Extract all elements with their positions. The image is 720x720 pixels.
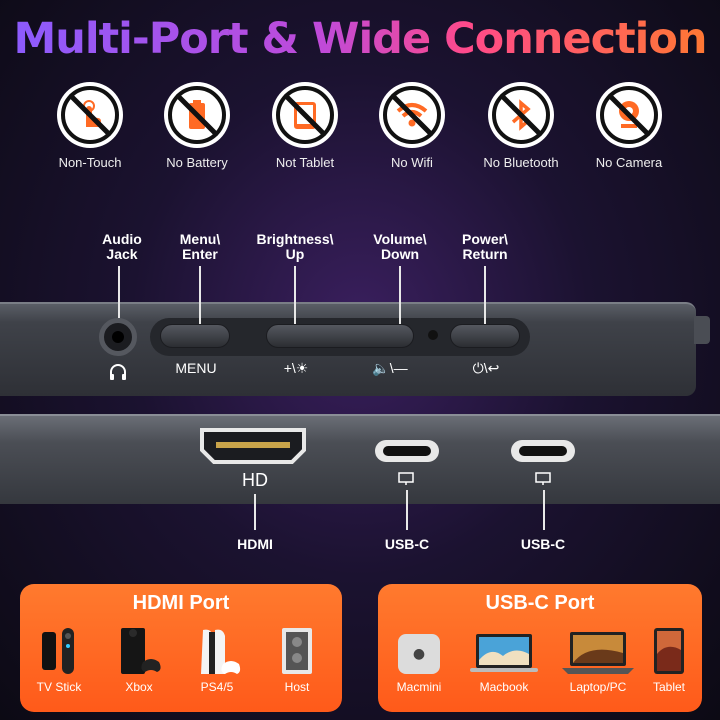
svg-text:●: ● [413,646,425,662]
power-led [428,330,438,340]
tv-stick-icon [42,628,74,674]
battery-icon [164,82,230,148]
menu-symbol: MENU [175,360,217,376]
volume-down-label: Volume\ Down [373,231,427,262]
no-camera-item: No Camera [574,82,684,170]
not-tablet-item: Not Tablet [250,82,360,170]
headphone-icon [110,364,126,380]
no-wifi-item: No Wifi [357,82,467,170]
bluetooth-icon [488,82,554,148]
usbc-label-1: USB-C [384,536,430,552]
leader-line [406,490,408,530]
tv-stick-item: TV Stick [24,624,94,694]
usbc-label-2: USB-C [520,536,566,552]
no-touch-item: Non-Touch [35,82,145,170]
laptop-icon [470,634,538,672]
audio-jack-port [99,318,137,356]
usbc-port-1 [375,440,439,462]
menu-button[interactable] [160,324,230,348]
audio-jack-label: Audio Jack [102,231,142,262]
card-title: HDMI Port [132,592,230,614]
panel-tab [694,316,710,344]
laptop-pc-item: Laptop/PC [556,624,640,694]
display-icon [398,472,414,485]
display-icon [535,472,551,485]
power-return-label: Power\ Return [462,231,508,262]
no-feature-label: No Battery [166,155,228,170]
tablet-device-icon [654,628,684,674]
no-bluetooth-item: No Bluetooth [466,82,576,170]
leader-line [294,266,296,324]
page-title: Multi-Port & Wide Connection [0,14,720,64]
hdmi-port-card: HDMI Port TV Stick Xbox PS4/5 Host [20,584,342,712]
no-feature-label: No Bluetooth [483,155,559,170]
device-label: Tablet [652,680,686,694]
device-label: PS4/5 [200,680,234,694]
hdmi-port-icon [200,428,306,464]
no-feature-label: Non-Touch [58,155,122,170]
no-feature-label: Not Tablet [275,155,335,170]
laptop-icon [562,632,634,674]
macbook-item: Macbook [462,624,546,694]
tablet-item: Tablet [634,624,704,694]
hdmi-symbol: HD [242,470,268,490]
xbox-item: Xbox [104,624,174,694]
no-feature-label: No Wifi [391,155,433,170]
brightness-volume-rocker[interactable] [266,324,414,348]
leader-line [118,266,120,318]
volume-symbol: 🔈\— [372,360,408,376]
device-label: Xbox [125,680,153,694]
mac-mini-icon: ● [398,634,440,674]
device-label: TV Stick [36,680,82,694]
device-label: Laptop/PC [569,680,627,694]
webcam-icon [596,82,662,148]
power-symbol: ⏻\↩ [472,360,500,376]
macmini-item: ● Macmini [384,624,454,694]
monitor-side-panel-bottom [0,414,720,504]
hdmi-label: HDMI [237,536,273,552]
menu-enter-label: Menu\ Enter [179,231,221,262]
usbc-port-card: USB-C Port ● Macmini Macbook Laptop/PC T… [378,584,702,712]
tablet-icon [272,82,338,148]
pc-tower-icon [282,628,312,674]
brightness-up-label: Brightness\ Up [256,231,334,262]
usbc-port-2 [511,440,575,462]
xbox-icon [121,628,161,674]
leader-line [199,266,201,324]
touch-hand-icon [57,82,123,148]
power-button[interactable] [450,324,520,348]
brightness-symbol: +\☀ [283,360,309,376]
ps-item: PS4/5 [182,624,252,694]
leader-line [399,266,401,324]
no-features-row: Non-Touch No Battery Not Tablet No Wifi … [0,82,720,172]
playstation-icon [201,629,241,674]
leader-line [484,266,486,324]
leader-line [543,490,545,530]
host-item: Host [262,624,332,694]
no-battery-item: No Battery [142,82,252,170]
no-feature-label: No Camera [595,155,663,170]
device-label: Macbook [479,680,529,694]
device-label: Macmini [396,680,442,694]
leader-line [254,494,256,530]
device-label: Host [284,680,310,694]
wifi-icon [379,82,445,148]
card-title: USB-C Port [485,592,595,614]
